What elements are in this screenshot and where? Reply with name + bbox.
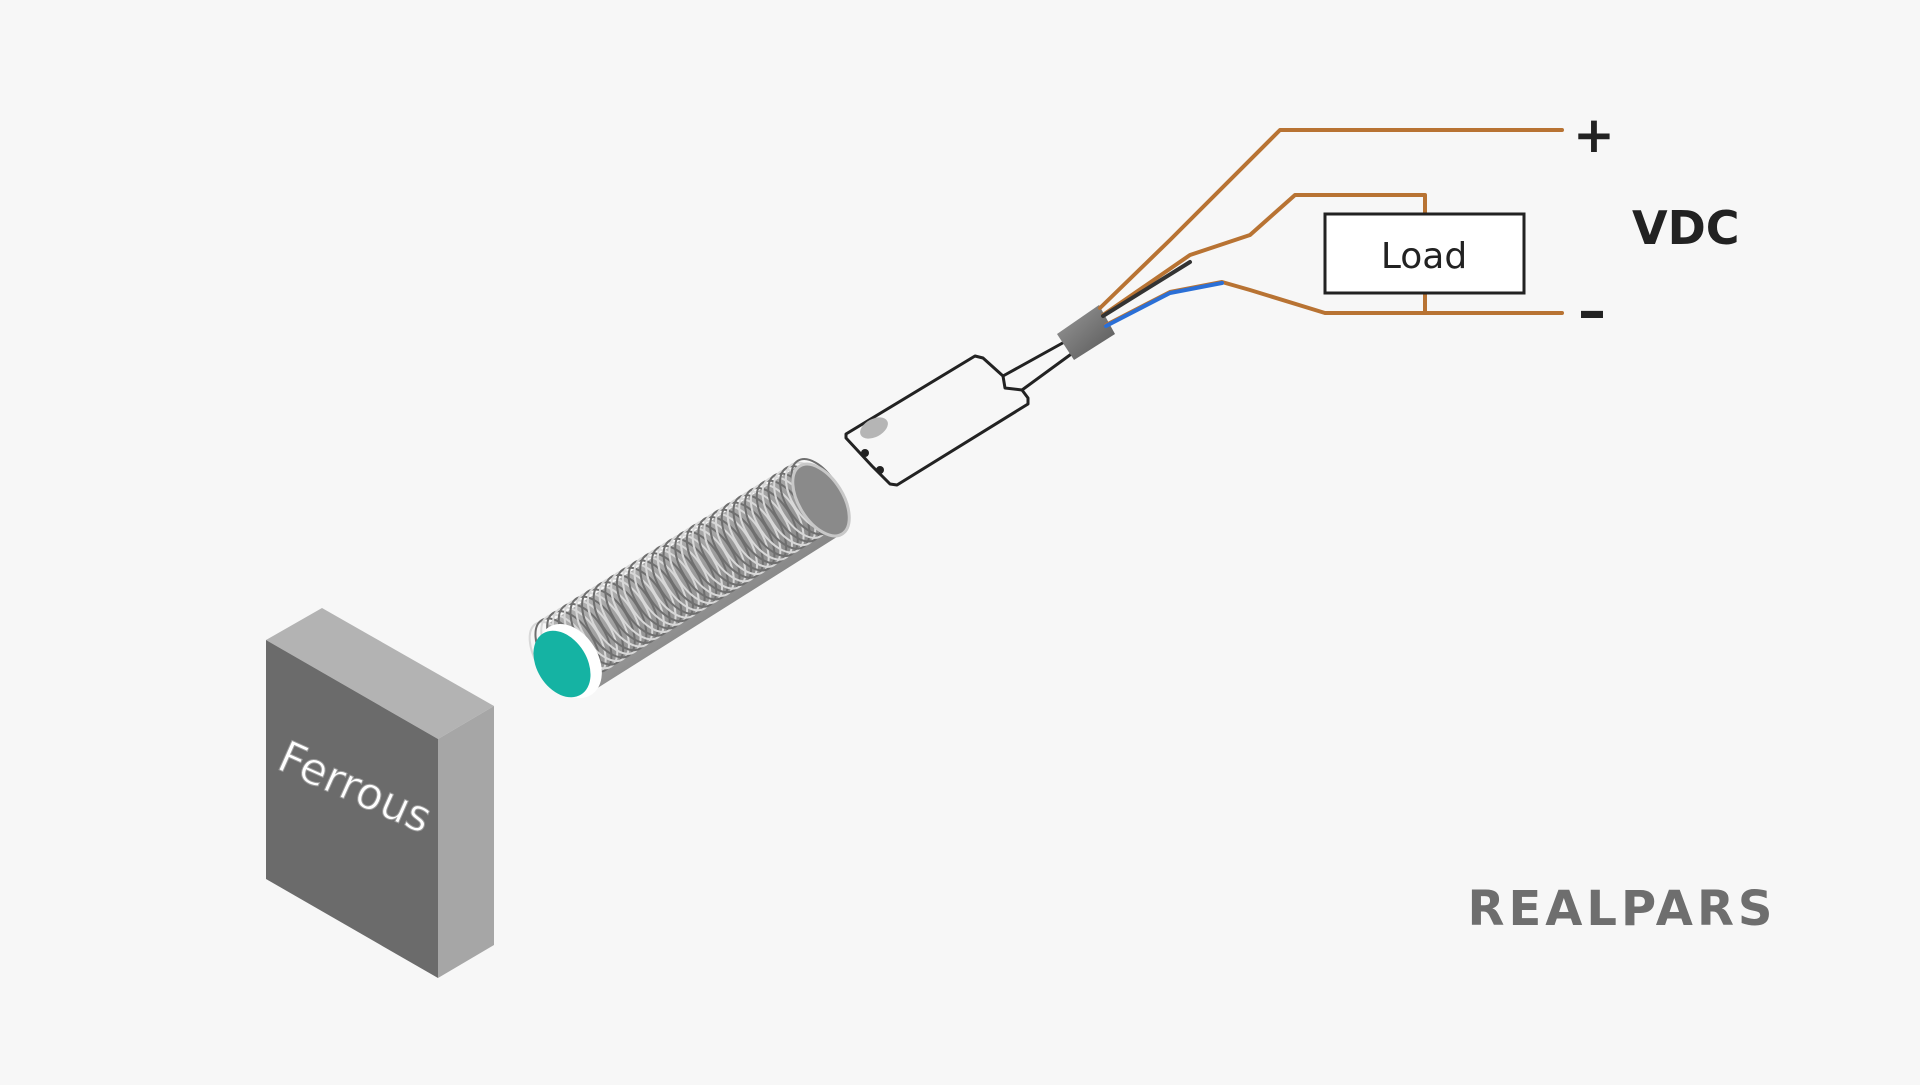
sensor-thread-ridge xyxy=(749,483,805,554)
minus-label: – xyxy=(1578,279,1606,344)
proximity-sensor xyxy=(528,458,851,699)
sensor-thread-ridge xyxy=(610,570,665,641)
cable-jacket xyxy=(1057,305,1115,360)
sensor-thread-ridge xyxy=(615,566,671,637)
wire-blue-core xyxy=(1104,281,1224,328)
load-label: Load xyxy=(1381,236,1467,277)
sensor-thread-ridge xyxy=(604,573,660,644)
sensor-thread-ridge xyxy=(674,530,729,601)
sensor-face-icon xyxy=(533,630,591,698)
sensor-thread-ridge xyxy=(662,537,718,608)
sensor-thread-ridge xyxy=(732,494,788,565)
sensor-thread-ridge xyxy=(639,552,694,623)
sensor-thread-ridge xyxy=(709,508,764,579)
sensor-thread-ridge xyxy=(656,541,712,612)
load-rect xyxy=(1323,212,1526,295)
sensor-thread-ridge xyxy=(627,559,683,630)
wire-black-core xyxy=(1101,260,1192,318)
circuit-board-body xyxy=(844,354,1030,487)
sensor-thread-ridge xyxy=(685,523,741,594)
circuit-board-outline xyxy=(840,346,1028,486)
circuit-component-icon xyxy=(860,417,888,439)
vdc-label: VDC xyxy=(1632,201,1740,255)
wire-brown-positive xyxy=(1098,128,1564,310)
sensor-back-end xyxy=(791,462,851,538)
ferrous-block-side xyxy=(438,706,494,978)
sensor-thread-ridge xyxy=(650,544,706,615)
plus-label: + xyxy=(1573,106,1615,164)
brand-logo: REALPARS xyxy=(1468,881,1777,937)
sensor-thread-ridge xyxy=(714,505,770,576)
load-box: Load xyxy=(1323,212,1526,295)
sensor-thread-ridge xyxy=(744,487,799,557)
sensor-thread-ridge xyxy=(697,516,753,586)
circuit-node-2 xyxy=(876,466,884,474)
sensor-thread-ridge xyxy=(621,563,677,633)
sensor-thread-ridge xyxy=(581,588,636,659)
wire-black-output xyxy=(1101,193,1427,317)
ferrous-block-top xyxy=(266,608,494,739)
ferrous-block: Ferrous xyxy=(266,608,494,978)
sensor-thread-ridge xyxy=(633,555,689,626)
circuit-node-1 xyxy=(861,449,869,457)
sensor-thread-ridge xyxy=(598,577,654,648)
sensor-thread-ridge xyxy=(738,490,793,561)
sensor-thread-ridge xyxy=(726,497,782,568)
sensor-thread-ridge xyxy=(586,584,642,655)
circuit-lead-top xyxy=(1001,338,1070,378)
sensor-thread-ridge xyxy=(720,501,776,572)
ferrous-block-front xyxy=(266,640,438,978)
circuit-lead-bottom xyxy=(1020,350,1076,392)
sensor-thread-ridge xyxy=(645,548,700,619)
sensor-thread-ridge xyxy=(668,534,724,605)
sensor-thread-ridge xyxy=(680,526,735,597)
wiring xyxy=(1098,128,1564,328)
sensor-thread-ridge xyxy=(592,581,648,652)
circuit-board xyxy=(840,338,1076,487)
sensor-thread-ridge xyxy=(691,519,747,590)
sensor-thread-ridge xyxy=(703,512,759,583)
